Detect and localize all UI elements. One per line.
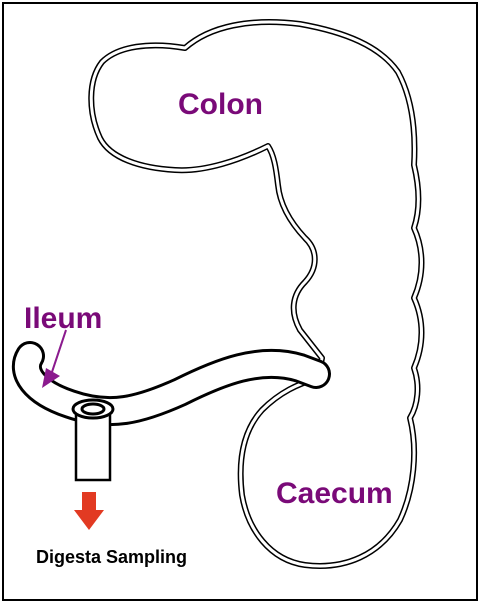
caecum-label: Caecum — [276, 477, 393, 510]
colon-label: Colon — [178, 88, 263, 121]
sampling-cannula — [73, 400, 113, 480]
sampling-label: Digesta Sampling — [36, 547, 187, 567]
ileum-label: Ileum — [24, 302, 102, 335]
